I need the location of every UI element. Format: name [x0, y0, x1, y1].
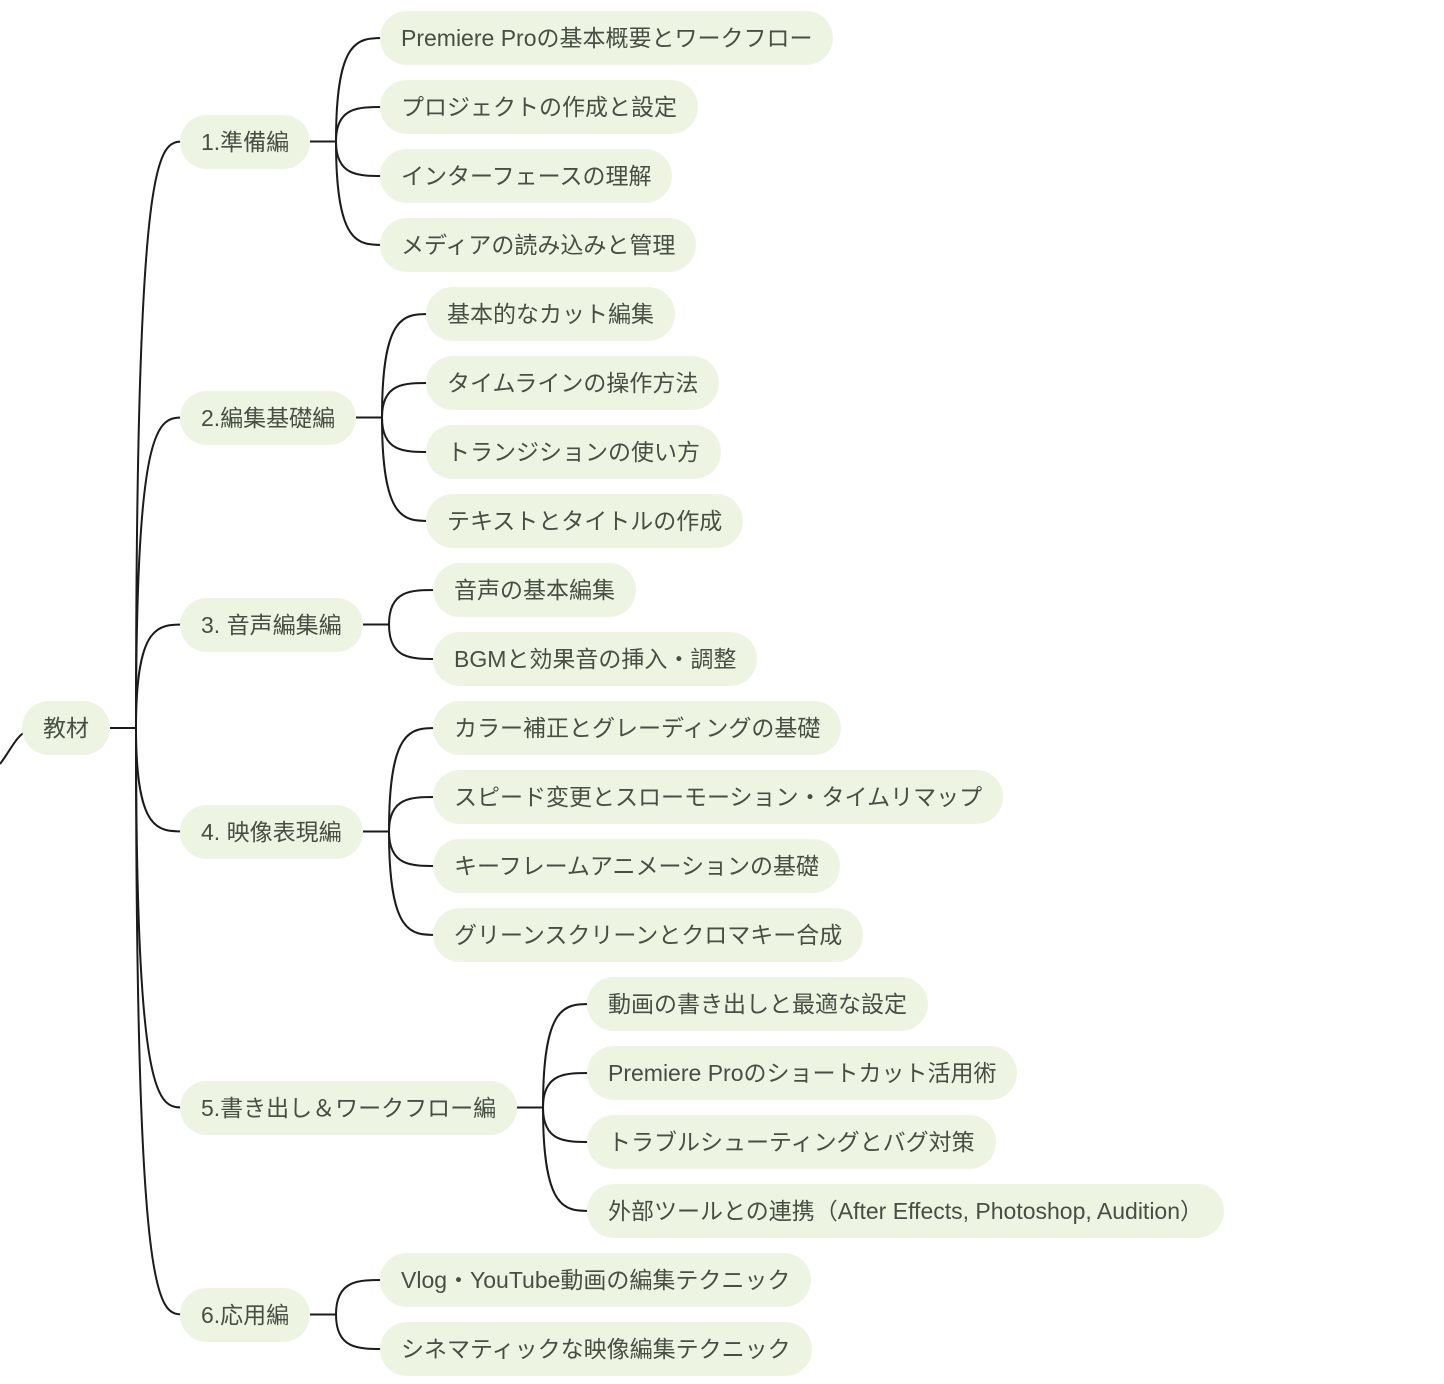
mindmap-leaf-node[interactable]: インターフェースの理解: [380, 149, 673, 203]
mindmap-root-node[interactable]: 教材: [22, 701, 110, 755]
link-curve: [542, 1107, 592, 1212]
link-curve: [542, 1107, 592, 1143]
link-curve: [381, 382, 431, 418]
mindmap-leaf-node[interactable]: 外部ツールとの連携（After Effects, Photoshop, Audi…: [587, 1184, 1225, 1238]
link-curve: [388, 624, 438, 660]
link-curve: [542, 1072, 592, 1108]
mindmap-leaf-node[interactable]: Premiere Proのショートカット活用術: [587, 1046, 1018, 1100]
link-curve: [335, 141, 385, 246]
mindmap-branch-node[interactable]: 1.準備編: [180, 114, 311, 169]
mindmap-leaf-node[interactable]: 動画の書き出しと最適な設定: [587, 977, 928, 1031]
link-curve: [135, 727, 185, 1316]
mindmap-leaf-node[interactable]: Vlog・YouTube動画の編集テクニック: [380, 1253, 812, 1307]
mindmap-leaf-node[interactable]: BGMと効果音の挿入・調整: [433, 632, 758, 686]
mindmap-leaf-node[interactable]: タイムラインの操作方法: [426, 356, 720, 410]
mindmap-leaf-node[interactable]: メディアの読み込みと管理: [380, 218, 697, 272]
mindmap-leaf-node[interactable]: 基本的なカット編集: [426, 287, 675, 341]
link-curve: [135, 140, 185, 729]
link-curve: [381, 313, 431, 418]
link-curve: [335, 141, 385, 177]
mindmap-leaf-node[interactable]: 音声の基本編集: [433, 563, 636, 617]
mindmap-leaf-node[interactable]: スピード変更とスローモーション・タイムリマップ: [433, 770, 1004, 824]
mindmap-branch-node[interactable]: 6.応用編: [180, 1287, 311, 1342]
mindmap-leaf-node[interactable]: プロジェクトの作成と設定: [380, 80, 698, 134]
link-curve: [335, 1314, 385, 1350]
mindmap-leaf-node[interactable]: トラブルシューティングとバグ対策: [587, 1115, 996, 1169]
link-curve: [335, 106, 385, 142]
link-curve: [388, 831, 438, 936]
mindmap-leaf-node[interactable]: テキストとタイトルの作成: [426, 494, 744, 548]
mindmap-leaf-node[interactable]: キーフレームアニメーションの基礎: [433, 839, 841, 893]
link-curve: [381, 417, 431, 453]
mindmap-leaf-node[interactable]: グリーンスクリーンとクロマキー合成: [433, 908, 864, 962]
mindmap-leaf-node[interactable]: トランジションの使い方: [426, 425, 721, 479]
link-curve: [388, 727, 438, 832]
link-curve: [335, 37, 385, 142]
mindmap-branch-node[interactable]: 3. 音声編集編: [180, 597, 363, 652]
link-curve: [335, 1279, 385, 1315]
link-curve: [388, 831, 438, 867]
mindmap-leaf-node[interactable]: カラー補正とグレーディングの基礎: [433, 701, 842, 755]
link-curve: [135, 727, 185, 833]
link-curve: [388, 796, 438, 832]
mindmap-branch-node[interactable]: 4. 映像表現編: [180, 804, 363, 859]
mindmap-branch-node[interactable]: 2.編集基礎編: [180, 390, 357, 445]
link-curve: [135, 623, 185, 729]
mindmap-branch-node[interactable]: 5.書き出し＆ワークフロー編: [180, 1080, 518, 1135]
link-curve: [135, 416, 185, 729]
link-curve: [542, 1003, 592, 1108]
link-curve: [388, 589, 438, 625]
mindmap-leaf-node[interactable]: シネマティックな映像編集テクニック: [380, 1322, 812, 1376]
link-curve: [135, 727, 185, 1109]
link-curve: [381, 417, 431, 522]
mindmap-leaf-node[interactable]: Premiere Proの基本概要とワークフロー: [380, 11, 834, 65]
